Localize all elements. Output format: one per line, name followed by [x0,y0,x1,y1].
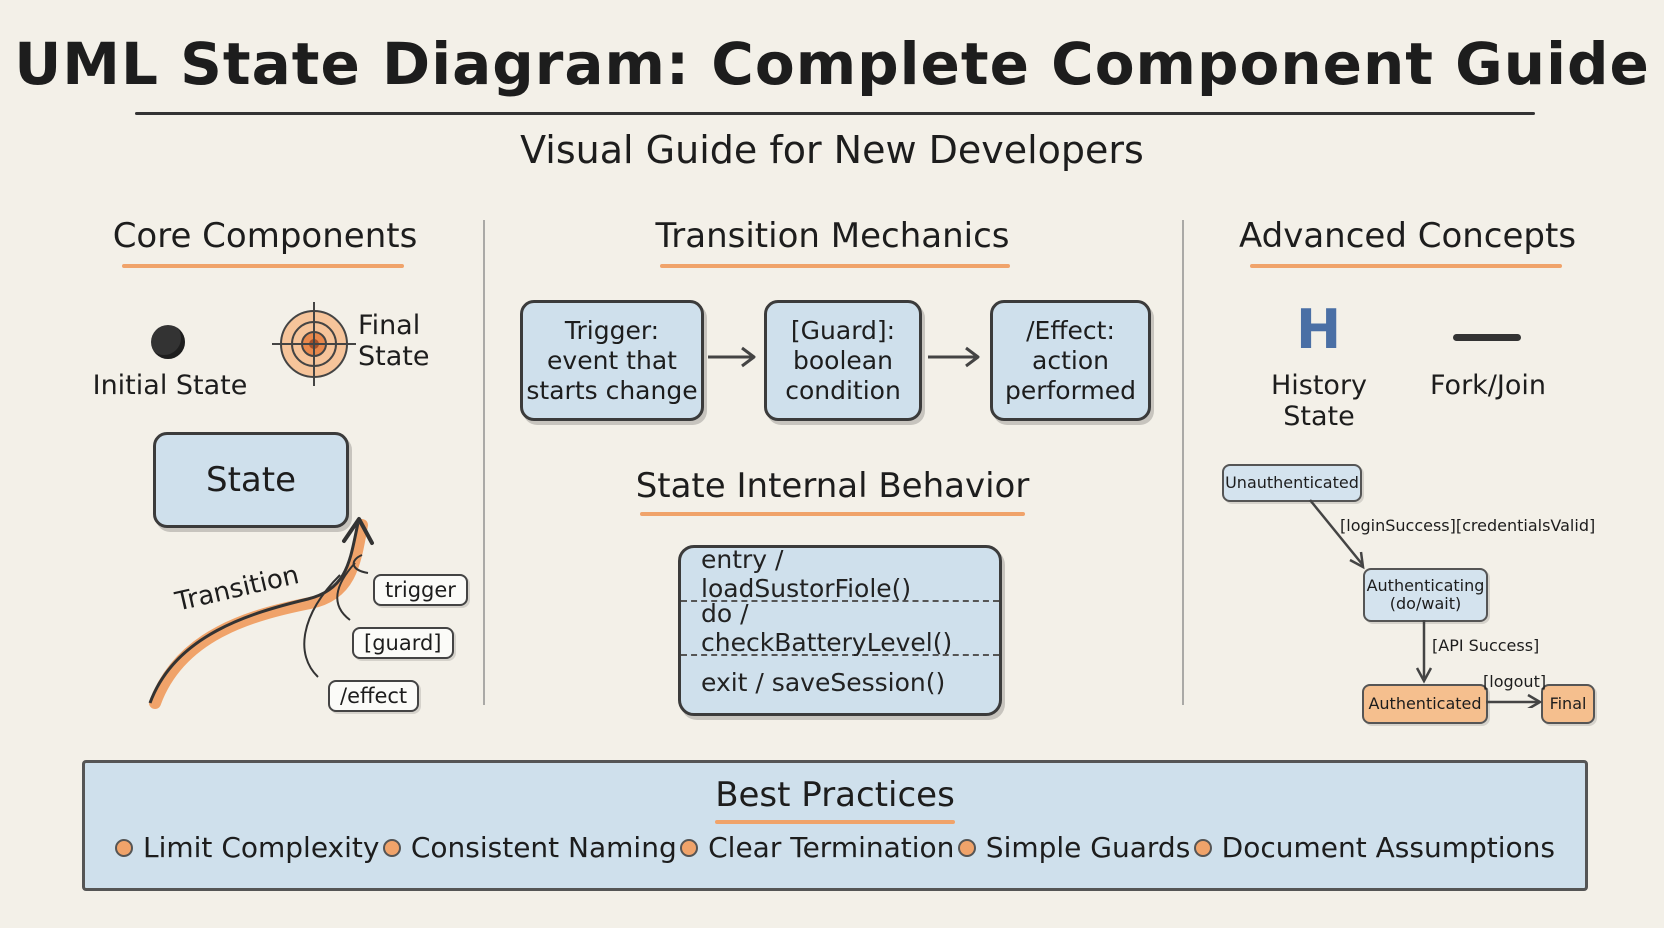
best-practice-item: Document Assumptions [1193,831,1555,864]
best-practices-list: Limit Complexity Consistent Naming Clear… [115,831,1555,864]
transition-mechanics-underline [660,264,1010,268]
api-success-transition-label: [API Success] [1432,636,1540,655]
effect-box-line3: performed [1004,375,1137,405]
best-practice-item: Limit Complexity [115,831,379,864]
internal-behavior-box: entry / loadSustorFiole() do / checkBatt… [678,545,1002,716]
authenticating-activity: (do/wait) [1389,594,1462,613]
best-practice-text: Limit Complexity [143,831,380,864]
effect-tag: /effect [328,680,420,712]
behavior-divider [681,600,999,602]
best-practice-item: Clear Termination [680,831,954,864]
guard-box-line2: boolean [793,345,893,375]
arrow-right-icon [708,346,756,368]
bullet-dot-icon [680,838,699,857]
authenticating-name: Authenticating [1366,576,1485,596]
core-components-underline [122,264,404,268]
bullet-dot-icon [382,838,401,857]
trigger-box: Trigger: event that starts change [520,300,704,421]
guard-box-line1: [Guard]: [790,315,896,345]
effect-box: /Effect: action performed [990,300,1151,421]
history-state-label: History State [1270,370,1368,433]
trigger-tag: trigger [373,574,468,606]
entry-action: entry / loadSustorFiole() [701,545,912,603]
transition-mechanics-title: Transition Mechanics [655,216,1010,256]
auth-flow-arrows [1309,499,1543,708]
guard-tag: [guard] [352,627,454,659]
trigger-box-line2: event that [547,345,677,375]
best-practice-text: Document Assumptions [1221,831,1555,864]
state-final: Final [1541,684,1595,724]
arrow-right-icon [928,346,980,368]
best-practices-underline [715,820,955,824]
fork-join-label: Fork/Join [1429,370,1546,401]
initial-state-label: Initial State [92,370,248,401]
title-underline [135,112,1535,115]
state-unauthenticated: Unauthenticated [1222,464,1362,502]
transition-arrow-icon [148,517,374,709]
best-practices-title: Best Practices [715,775,955,815]
state-authenticating: Authenticating (do/wait) [1363,568,1488,622]
best-practice-text: Consistent Naming [410,831,677,864]
page-subtitle: Visual Guide for New Developers [520,128,1144,172]
behavior-divider [681,654,999,656]
best-practice-item: Simple Guards [957,831,1191,864]
column-divider-left [483,220,485,705]
best-practice-text: Clear Termination [708,831,955,864]
initial-state-icon [151,325,185,359]
state-authenticated: Authenticated [1362,684,1488,724]
trigger-box-line3: starts change [526,375,698,405]
fork-join-bar-icon [1453,334,1521,341]
page-title: UML State Diagram: Complete Component Gu… [14,30,1650,98]
column-divider-right [1182,220,1184,705]
guard-box-line3: condition [785,375,901,405]
final-state-icon [272,302,356,386]
final-state-label: Final State [358,310,430,373]
advanced-concepts-underline [1250,264,1562,268]
best-practice-item: Consistent Naming [382,831,677,864]
guard-box: [Guard]: boolean condition [764,300,922,421]
bullet-dot-icon [115,838,133,857]
effect-box-line2: action [1032,345,1109,375]
bullet-dot-icon [1193,838,1212,857]
bullet-dot-icon [957,838,976,857]
best-practice-text: Simple Guards [985,831,1191,864]
state-internal-behavior-title: State Internal Behavior [635,466,1030,506]
core-components-title: Core Components [112,216,418,256]
effect-box-line1: /Effect: [1026,315,1115,345]
state-box: State [153,432,349,528]
do-activity: do / checkBatteryLevel() [701,599,953,657]
exit-action: exit / saveSession() [701,667,946,697]
history-state-icon: H [1296,298,1342,361]
login-transition-label: [loginSuccess][credentialsValid] [1340,516,1596,535]
trigger-box-line1: Trigger: [564,315,660,345]
best-practices-panel: Best Practices Limit Complexity Consiste… [82,760,1588,891]
logout-transition-label: [logout] [1483,672,1547,691]
state-internal-behavior-underline [640,512,1025,516]
advanced-concepts-title: Advanced Concepts [1238,216,1577,256]
